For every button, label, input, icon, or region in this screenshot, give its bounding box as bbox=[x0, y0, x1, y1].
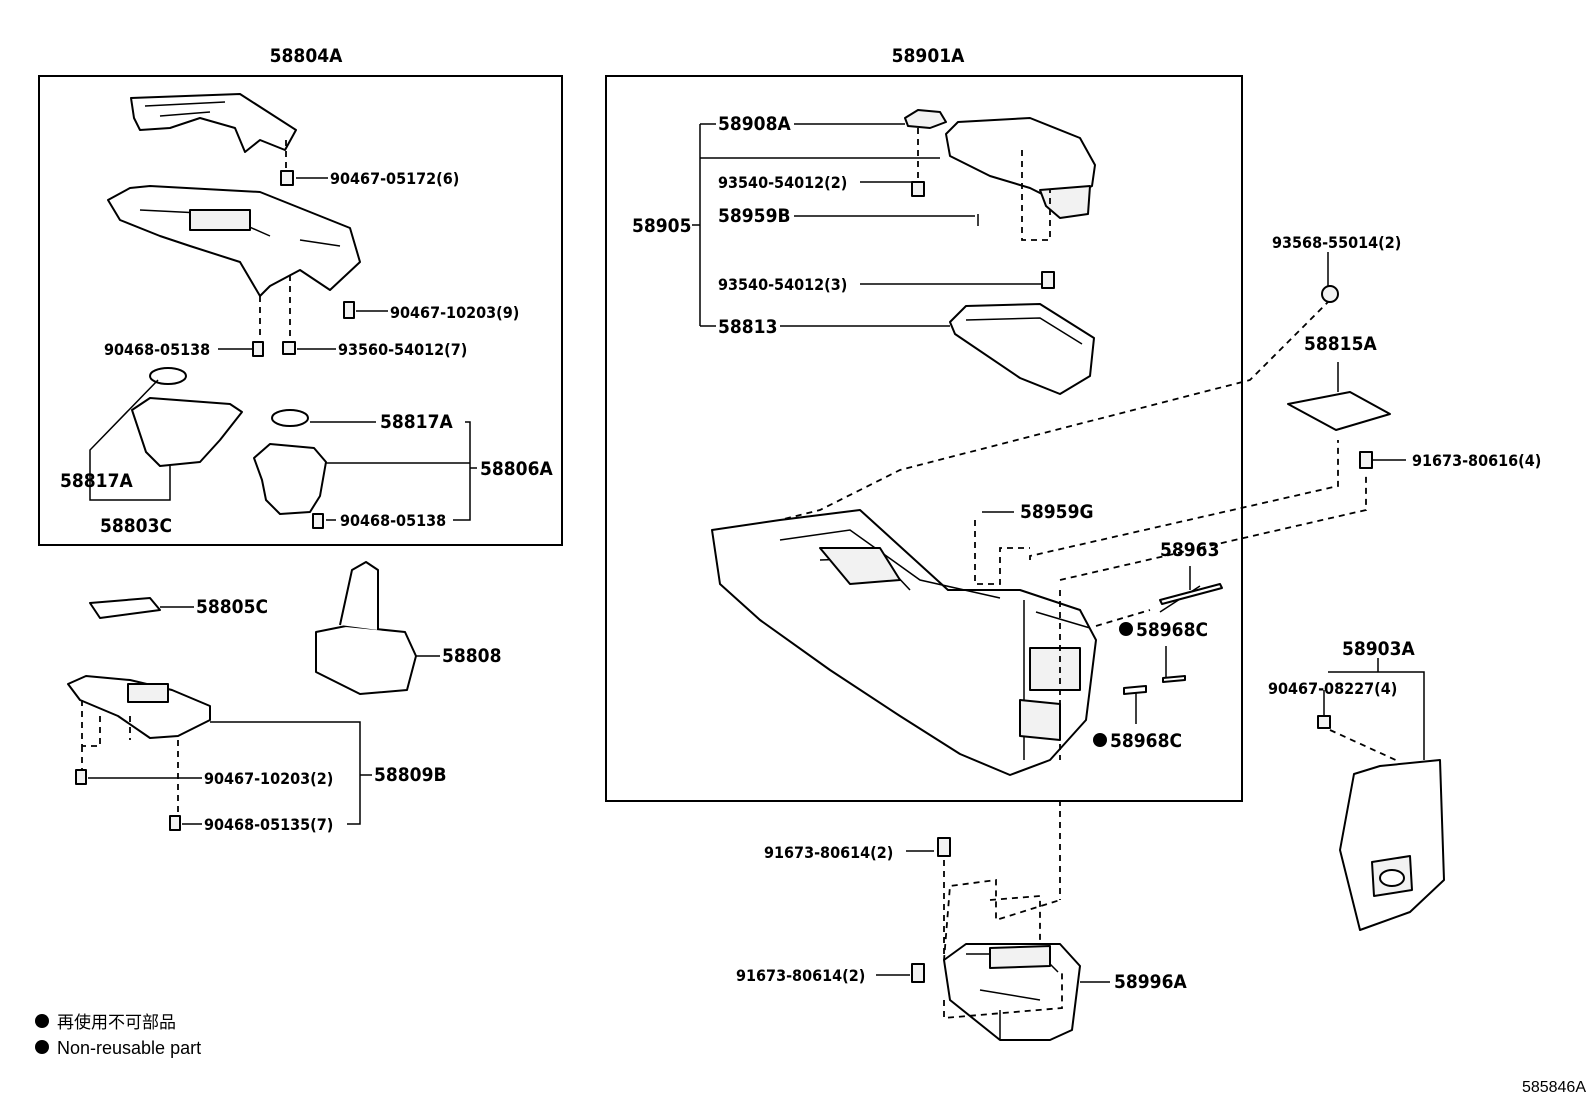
label-58968C-b: 58968C bbox=[1110, 730, 1182, 752]
part-shape-shift-boot bbox=[315, 561, 417, 695]
legend-japanese: 再使用不可部品 bbox=[57, 1012, 176, 1032]
label-90467-05172: 90467-05172(6) bbox=[330, 169, 459, 188]
label-58806A: 58806A bbox=[480, 458, 553, 480]
label-93560-54012: 93560-54012(7) bbox=[338, 340, 467, 359]
group-label-58901A: 58901A bbox=[892, 45, 965, 67]
label-58803C: 58803C bbox=[100, 515, 172, 537]
non-reusable-dot-a bbox=[1119, 622, 1133, 636]
part-shape-screw-b bbox=[1041, 271, 1055, 289]
part-shape-tray-58813 bbox=[949, 303, 1095, 395]
label-58959G: 58959G bbox=[1020, 501, 1094, 523]
part-shape-console-lid bbox=[945, 117, 1096, 241]
label-91673-80614-a: 91673-80614(2) bbox=[764, 843, 893, 862]
label-58968C-a: 58968C bbox=[1136, 619, 1208, 641]
label-90468-05138-a: 90468-05138 bbox=[104, 340, 210, 359]
part-shape-58805C bbox=[89, 597, 161, 619]
part-shape-58903A bbox=[1339, 759, 1445, 931]
part-shape-screw-a bbox=[911, 181, 925, 197]
label-58959B: 58959B bbox=[718, 205, 791, 227]
label-58817A-left: 58817A bbox=[60, 470, 133, 492]
label-58996A: 58996A bbox=[1114, 971, 1187, 993]
label-90468-05135: 90468-05135(7) bbox=[204, 815, 333, 834]
group-label-58804A: 58804A bbox=[270, 45, 343, 67]
part-shape-shift-bezel bbox=[130, 93, 297, 153]
label-58805C: 58805C bbox=[196, 596, 268, 618]
part-shape-screw-91673 bbox=[1359, 451, 1373, 469]
label-58903A: 58903A bbox=[1342, 638, 1415, 660]
part-shape-58815A bbox=[1287, 391, 1391, 431]
label-90467-08227: 90467-08227(4) bbox=[1268, 679, 1397, 698]
part-shape-58996A bbox=[943, 943, 1081, 1041]
non-reusable-dot-b bbox=[1093, 733, 1107, 747]
label-58813: 58813 bbox=[718, 316, 777, 338]
part-shape-screw-91673-80614-a bbox=[937, 837, 951, 857]
leader-58903A bbox=[1328, 658, 1425, 760]
leader-lines-bottom bbox=[876, 850, 1110, 1019]
part-shape-console-body bbox=[711, 509, 1097, 776]
part-shape-clip-90467-08227 bbox=[1317, 715, 1331, 729]
label-58817A-right: 58817A bbox=[380, 411, 453, 433]
leader-lines-left bbox=[89, 140, 477, 521]
part-shape-upper-panel bbox=[107, 185, 361, 297]
label-58908A: 58908A bbox=[718, 113, 791, 135]
legend-dot-en bbox=[35, 1040, 49, 1054]
label-93540-54012-2: 93540-54012(2) bbox=[718, 173, 847, 192]
label-90468-05138-b: 90468-05138 bbox=[340, 511, 446, 530]
label-58809B: 58809B bbox=[374, 764, 447, 786]
label-58815A: 58815A bbox=[1304, 333, 1377, 355]
part-shape-cup-holder-right bbox=[253, 409, 327, 515]
label-93540-54012-3: 93540-54012(3) bbox=[718, 275, 847, 294]
part-shape-58908A bbox=[904, 109, 947, 182]
label-58808: 58808 bbox=[442, 645, 501, 667]
label-58963: 58963 bbox=[1160, 539, 1219, 561]
part-shape-cup-holder-left bbox=[131, 367, 243, 467]
legend: 再使用不可部品 Non-reusable part bbox=[35, 1012, 201, 1058]
leader-lines-right bbox=[779, 299, 1367, 900]
group-box-58901A bbox=[605, 75, 1243, 802]
part-shape-58809B bbox=[67, 675, 211, 831]
group-box-58804A bbox=[38, 75, 563, 546]
diagram-code: 585846A bbox=[1522, 1079, 1586, 1096]
leader-lines-lower-left bbox=[81, 700, 372, 825]
leader-lines-58905 bbox=[692, 123, 1042, 327]
legend-dot-jp bbox=[35, 1014, 49, 1028]
label-58905: 58905 bbox=[632, 215, 691, 237]
part-shape-clip-93568 bbox=[1321, 285, 1339, 303]
label-93568-55014: 93568-55014(2) bbox=[1272, 233, 1401, 252]
part-shape-screw-91673-80614-b bbox=[911, 963, 925, 983]
label-90467-10203-9: 90467-10203(9) bbox=[390, 303, 519, 322]
legend-english: Non-reusable part bbox=[57, 1038, 201, 1058]
label-90467-10203-2: 90467-10203(2) bbox=[204, 769, 333, 788]
label-91673-80614-b: 91673-80614(2) bbox=[736, 966, 865, 985]
part-shape-clip-group bbox=[252, 170, 355, 529]
label-91673-80616: 91673-80616(4) bbox=[1412, 451, 1541, 470]
